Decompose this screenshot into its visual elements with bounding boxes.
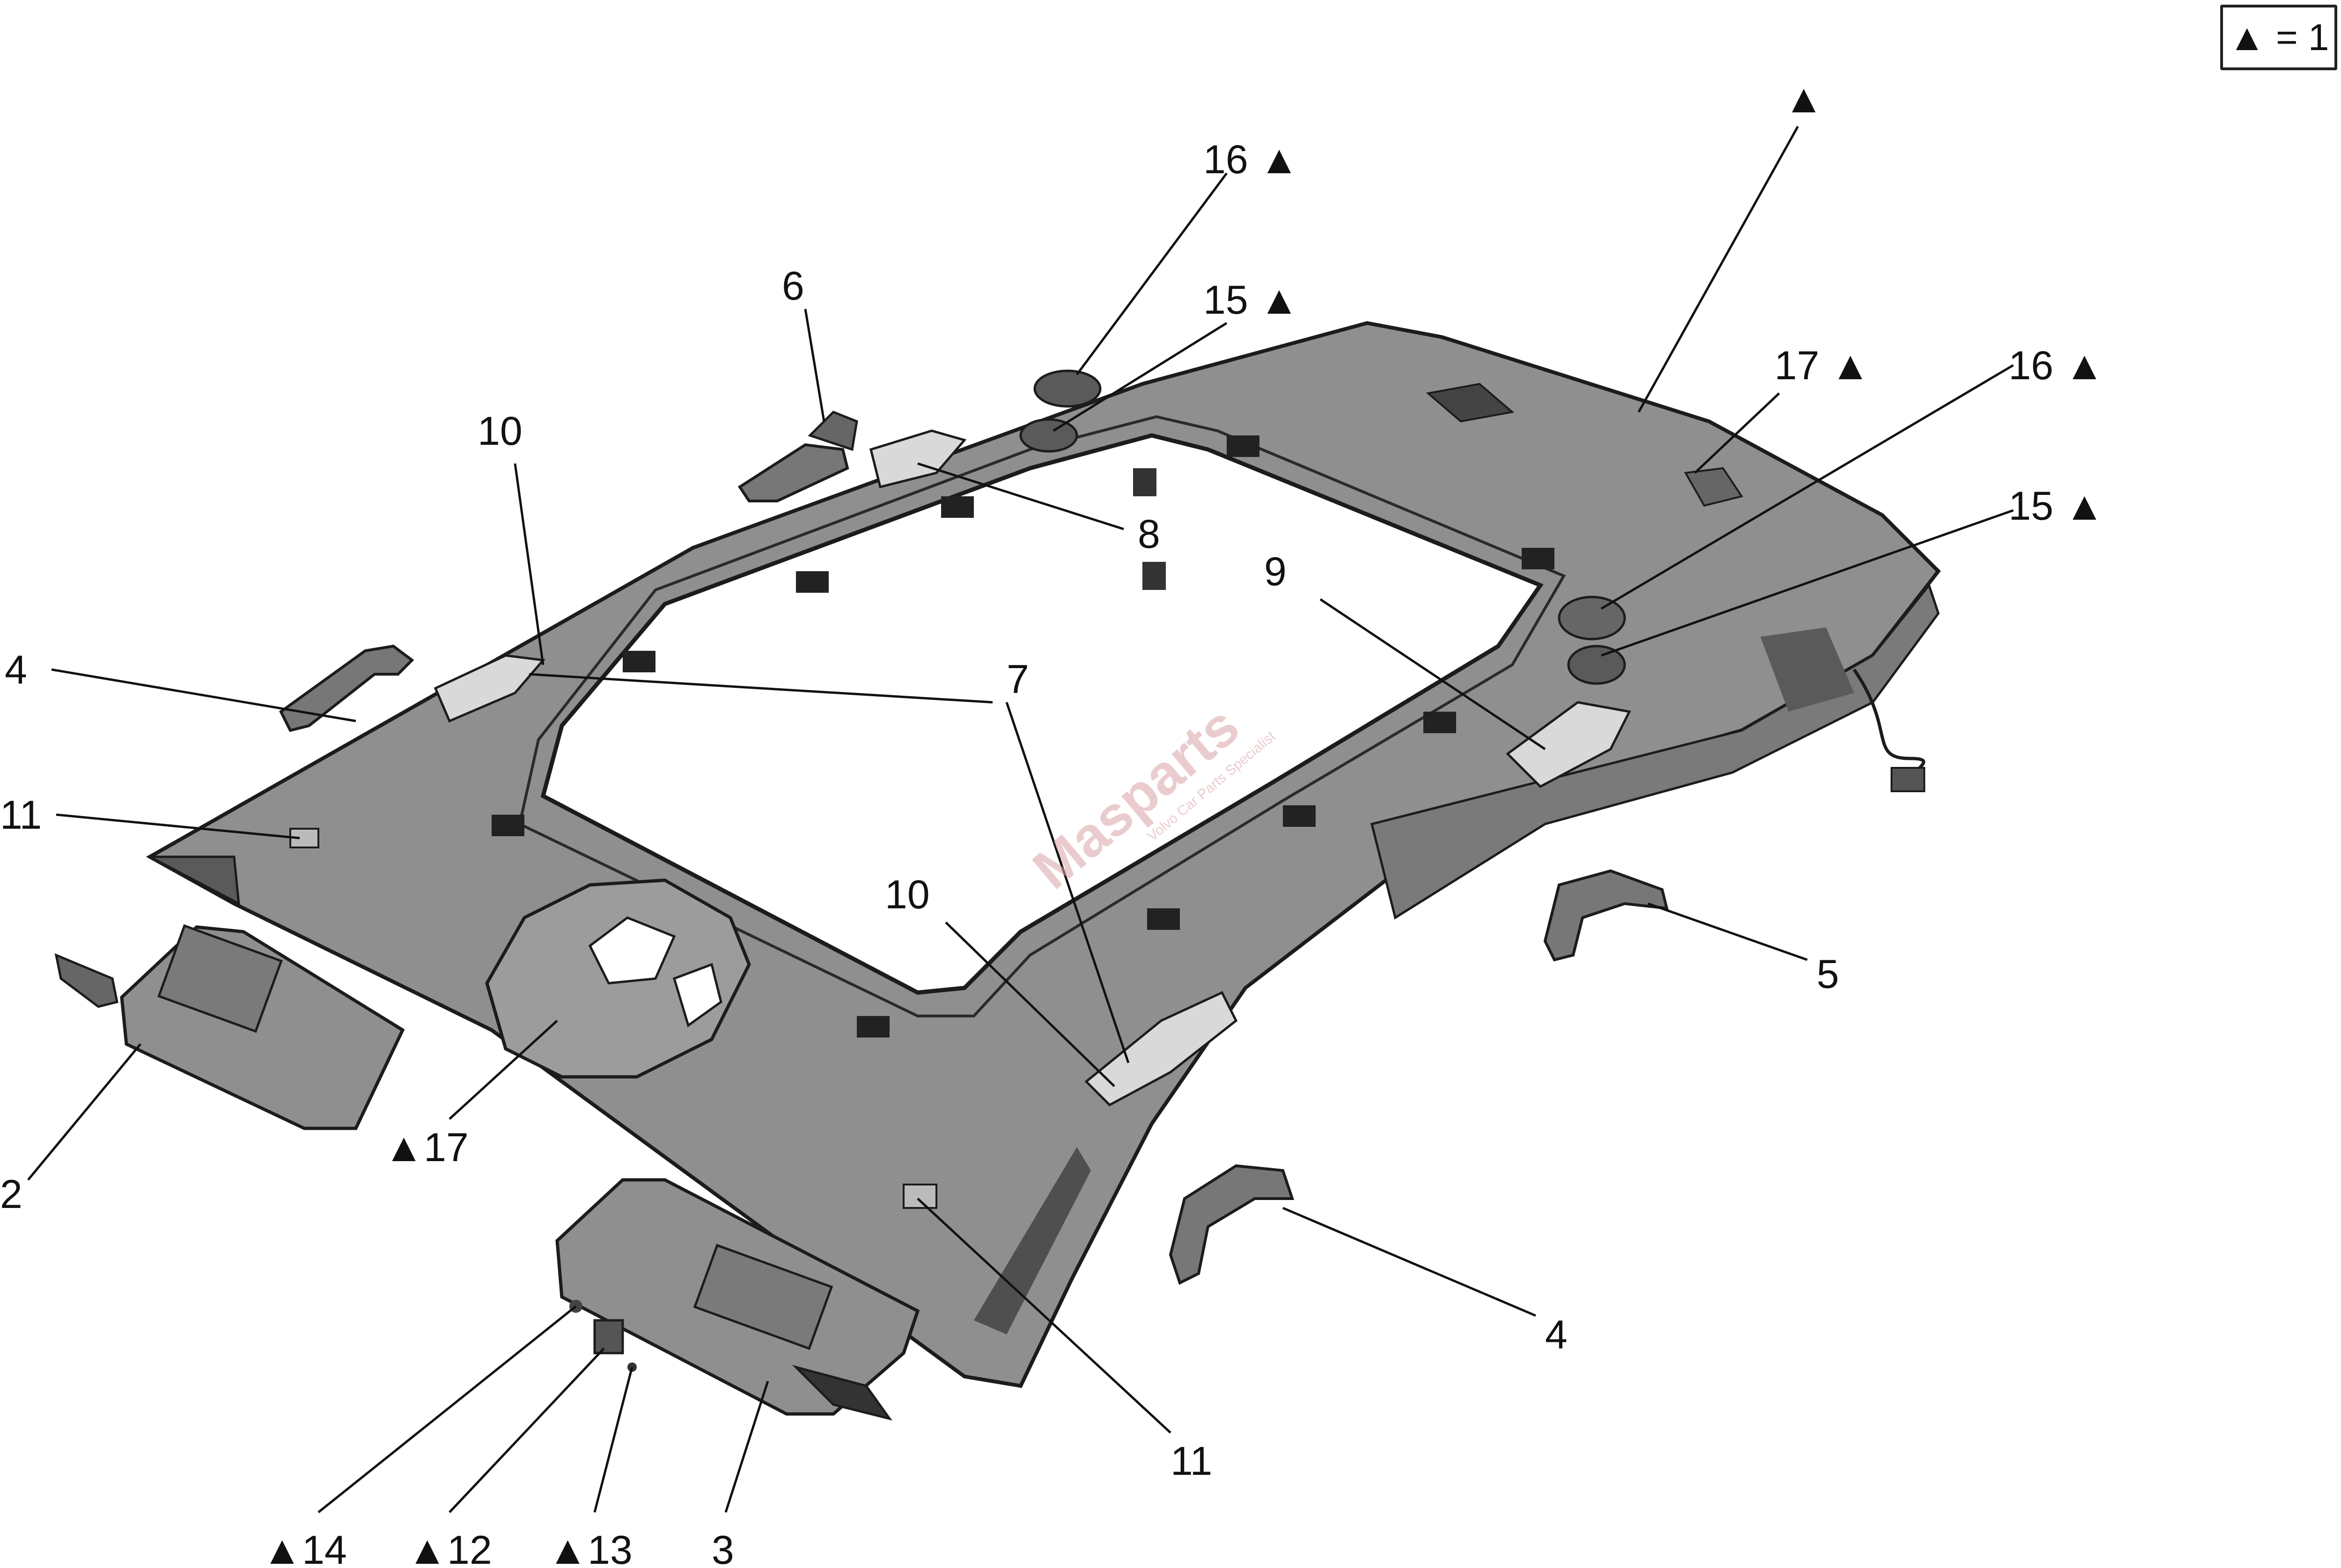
- legend-text: ▲ = 1: [2228, 16, 2329, 58]
- callout-8: 8: [1138, 512, 1160, 557]
- callout-4-left: 4: [5, 648, 27, 692]
- callout-12: ▲12: [407, 1528, 492, 1568]
- callout-17-rear: 17 ▲: [1774, 343, 1870, 388]
- callout-top-triangle: ▲: [1784, 76, 1824, 121]
- callout-10-top: 10: [478, 409, 523, 454]
- callout-6: 6: [782, 264, 804, 309]
- callout-11-right: 11: [1170, 1439, 1212, 1484]
- sunroof-opening: [540, 433, 1544, 995]
- callout-2: 2: [0, 1172, 22, 1217]
- callout-4-right: 4: [1545, 1312, 1568, 1357]
- headliner-panel: [146, 321, 1941, 1388]
- callout-15-rear: 15 ▲: [2009, 484, 2105, 529]
- callout-13: ▲13: [548, 1528, 633, 1568]
- callout-11-left: 11: [0, 793, 42, 838]
- callout-7: 7: [1007, 657, 1029, 702]
- grab-handle-right: [1169, 1164, 1295, 1285]
- coat-hook: [737, 411, 858, 502]
- sun-visor-right: [555, 1178, 920, 1421]
- callout-14: ▲14: [262, 1528, 347, 1568]
- callout-5: 5: [1817, 952, 1839, 997]
- callout-labels: ▲ 16 ▲ 15 ▲ 6 10 8 17 ▲ 16 ▲ 15 ▲ 9 7 4 …: [0, 76, 2105, 1568]
- leader-lines: [27, 125, 2014, 1513]
- grab-handle-rear: [1543, 869, 1669, 962]
- callout-9: 9: [1264, 549, 1287, 594]
- sun-visor-left: [54, 924, 405, 1130]
- callout-16-rear: 16 ▲: [2009, 343, 2105, 388]
- callout-3: 3: [712, 1528, 734, 1568]
- callout-16-front: 16 ▲: [1203, 137, 1299, 182]
- grab-handle-left: [279, 644, 414, 732]
- callout-10-lower: 10: [885, 872, 930, 917]
- legend-box: ▲ = 1: [2220, 5, 2337, 70]
- part-12-clip: [593, 1319, 624, 1355]
- callout-15-front: 15 ▲: [1203, 278, 1299, 323]
- callout-17-console: ▲17: [384, 1125, 469, 1170]
